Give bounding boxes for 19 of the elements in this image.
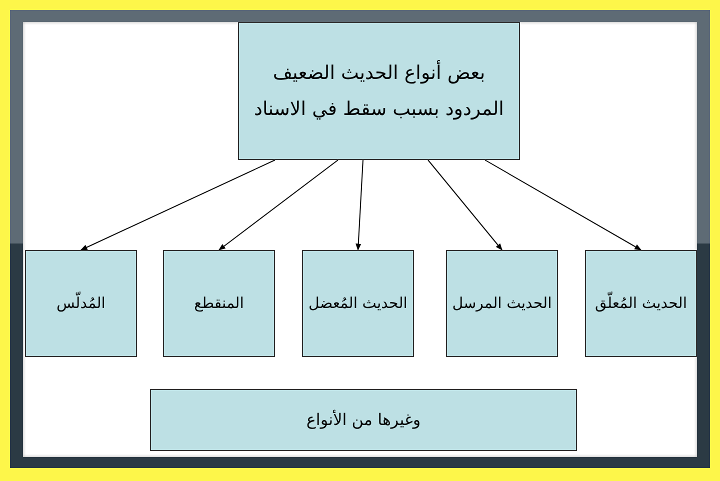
note-box bbox=[150, 389, 577, 451]
arrow bbox=[428, 160, 502, 251]
arrow bbox=[356, 160, 364, 251]
box-text: المُدلّس bbox=[56, 294, 106, 314]
arrow bbox=[218, 160, 338, 250]
arrow bbox=[484, 160, 642, 250]
arrow bbox=[80, 160, 276, 250]
category-box bbox=[302, 250, 414, 357]
heading-box bbox=[238, 22, 520, 160]
category-box bbox=[446, 250, 558, 357]
box-text: المنقطع bbox=[194, 294, 244, 314]
box-text: الحديث المُعضل bbox=[308, 294, 408, 314]
box-text: الحديث المرسل bbox=[452, 294, 552, 314]
box-text: بعض أنواع الحديث الضعيف المردود بسبب سقط في الاسناد bbox=[253, 59, 505, 122]
box-text: الحديث المُعلّق bbox=[594, 294, 688, 314]
category-box bbox=[585, 250, 697, 357]
box-text: وغيرها من الأنواع bbox=[306, 410, 421, 430]
category-box bbox=[25, 250, 137, 357]
category-box bbox=[163, 250, 275, 357]
